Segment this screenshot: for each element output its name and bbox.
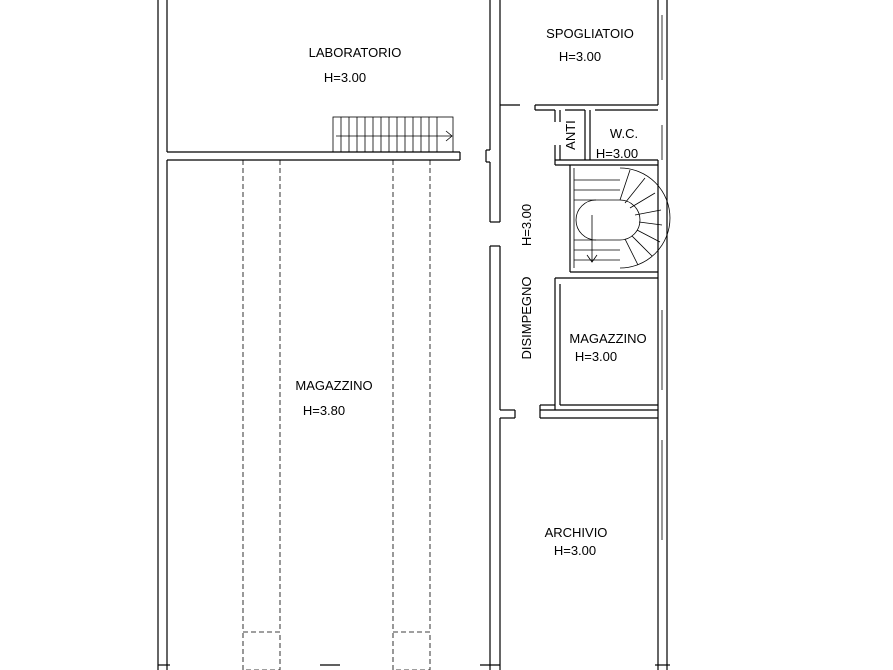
- room-height: H=3.00: [519, 204, 534, 246]
- room-name: MAGAZZINO: [295, 378, 372, 393]
- room-name: ARCHIVIO: [545, 525, 608, 540]
- laboratorio-stair: [332, 116, 454, 153]
- room-height: H=3.00: [559, 49, 601, 64]
- room-name: DISIMPEGNO: [519, 276, 534, 359]
- room-name: W.C.: [610, 126, 638, 141]
- room-height: H=3.00: [324, 70, 366, 85]
- room-disimpegno: H=3.00 DISIMPEGNO: [519, 204, 534, 360]
- room-name: SPOGLIATOIO: [546, 26, 634, 41]
- room-name: LABORATORIO: [309, 45, 402, 60]
- room-magazzino-small: MAGAZZINO H=3.00: [569, 331, 646, 364]
- room-anti: ANTI: [563, 120, 578, 150]
- room-archivio: ARCHIVIO H=3.00: [545, 525, 608, 558]
- room-height: H=3.00: [554, 543, 596, 558]
- room-height: H=3.80: [303, 403, 345, 418]
- room-height: H=3.00: [575, 349, 617, 364]
- room-magazzino-large: MAGAZZINO H=3.80: [295, 378, 372, 418]
- room-height: H=3.00: [596, 146, 638, 161]
- room-wc: W.C. H=3.00: [596, 126, 638, 161]
- spiral-stair: [573, 167, 671, 269]
- room-laboratorio: LABORATORIO H=3.00: [309, 45, 402, 85]
- walls: [157, 0, 670, 670]
- overhead-beams: [242, 160, 431, 670]
- room-name: ANTI: [563, 120, 578, 150]
- room-name: MAGAZZINO: [569, 331, 646, 346]
- room-spogliatoio: SPOGLIATOIO H=3.00: [546, 26, 634, 64]
